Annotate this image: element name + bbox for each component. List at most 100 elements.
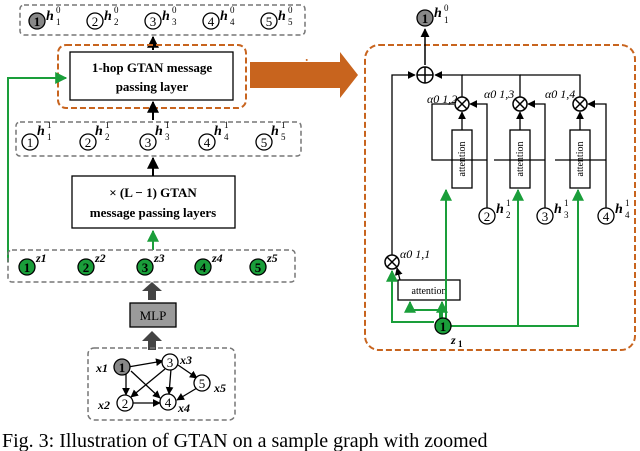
arrow-graph-up bbox=[142, 331, 162, 350]
svg-text:1: 1 bbox=[56, 17, 61, 27]
svg-text:x1: x1 bbox=[95, 361, 108, 375]
hidden-node-2: 2 h 1 2 bbox=[79, 120, 110, 151]
svg-text:3: 3 bbox=[145, 135, 152, 150]
svg-text:1: 1 bbox=[47, 132, 52, 142]
svg-text:z5: z5 bbox=[266, 251, 278, 265]
arrow-mlp-up bbox=[142, 282, 162, 300]
hidden-node-3: 3 h 1 3 bbox=[139, 120, 170, 151]
output-node-1: 1 h 0 1 bbox=[28, 5, 61, 30]
output-node-3: 3 h 0 3 bbox=[144, 5, 177, 30]
svg-text:h: h bbox=[46, 9, 54, 24]
svg-text:passing layer: passing layer bbox=[116, 79, 189, 94]
input-node-2: 2 z2 bbox=[77, 251, 106, 276]
svg-text:5: 5 bbox=[266, 14, 273, 29]
svg-text:z1: z1 bbox=[35, 251, 47, 265]
svg-text:3: 3 bbox=[150, 14, 157, 29]
graph-node-4: 4 x4 bbox=[159, 393, 190, 415]
svg-text:5: 5 bbox=[199, 376, 206, 391]
zoom-arrow: zoom in bbox=[250, 52, 358, 98]
input-row-box bbox=[7, 249, 296, 283]
svg-text:2: 2 bbox=[506, 210, 511, 220]
output-node-5: 5 h 0 5 bbox=[260, 5, 293, 30]
svg-text:3: 3 bbox=[172, 17, 177, 27]
zoomed-center-node: 1 z 1 bbox=[434, 317, 463, 349]
zoomed-neighbor-4: 4 h 1 4 bbox=[597, 198, 630, 225]
svg-text:0: 0 bbox=[172, 5, 177, 15]
svg-text:4: 4 bbox=[200, 260, 207, 275]
svg-text:5: 5 bbox=[288, 17, 293, 27]
svg-text:1: 1 bbox=[440, 319, 447, 334]
mult-node-4 bbox=[572, 96, 588, 112]
svg-text:h: h bbox=[271, 124, 279, 139]
input-node-3: 3 z3 bbox=[136, 251, 165, 276]
svg-text:2: 2 bbox=[105, 132, 110, 142]
svg-text:0: 0 bbox=[114, 5, 119, 15]
graph-node-5: 5 x5 bbox=[193, 374, 226, 395]
figure-caption: Fig. 3: Illustration of GTAN on a sample… bbox=[2, 430, 488, 451]
svg-text:1: 1 bbox=[281, 120, 286, 130]
svg-text:zoom in: zoom in bbox=[272, 56, 316, 71]
attention-box-2: attention bbox=[451, 129, 473, 189]
svg-text:attention: attention bbox=[412, 286, 447, 297]
alpha-11: α0 1,1 bbox=[400, 247, 430, 261]
svg-text:1: 1 bbox=[422, 11, 429, 26]
svg-text:4: 4 bbox=[625, 210, 630, 220]
hidden-node-1: 1 h 1 1 bbox=[21, 120, 52, 151]
svg-text:h: h bbox=[278, 9, 286, 24]
svg-text:x4: x4 bbox=[177, 401, 190, 415]
svg-text:1: 1 bbox=[564, 198, 569, 208]
svg-text:1: 1 bbox=[625, 198, 630, 208]
sum-node bbox=[416, 66, 434, 84]
svg-text:message passing layers: message passing layers bbox=[90, 205, 216, 220]
svg-text:1: 1 bbox=[24, 260, 31, 275]
svg-text:4: 4 bbox=[224, 132, 229, 142]
svg-text:5: 5 bbox=[261, 135, 268, 150]
svg-text:2: 2 bbox=[85, 135, 92, 150]
svg-text:3: 3 bbox=[564, 210, 569, 220]
output-row: 1 h 0 1 2 h 0 2 3 h 0 3 4 h 0 4 5 bbox=[19, 4, 306, 36]
svg-text:1: 1 bbox=[224, 120, 229, 130]
output-node-4: 4 h 0 4 bbox=[202, 5, 235, 30]
output-node-2: 2 h 0 2 bbox=[86, 5, 119, 30]
hidden-row-box bbox=[15, 121, 302, 157]
svg-text:5: 5 bbox=[281, 132, 286, 142]
hidden-node-5: 5 h 1 5 bbox=[255, 120, 286, 151]
skip-connection bbox=[7, 72, 68, 262]
svg-text:4: 4 bbox=[230, 17, 235, 27]
svg-text:1: 1 bbox=[27, 135, 34, 150]
svg-text:0: 0 bbox=[288, 5, 293, 15]
svg-text:0: 0 bbox=[230, 5, 235, 15]
svg-text:h: h bbox=[615, 202, 623, 217]
svg-text:z4: z4 bbox=[211, 251, 223, 265]
alpha-13: α0 1,3 bbox=[484, 87, 514, 101]
svg-text:1: 1 bbox=[506, 198, 511, 208]
input-node-4: 4 z4 bbox=[194, 251, 223, 276]
svg-text:4: 4 bbox=[208, 14, 215, 29]
svg-text:1: 1 bbox=[47, 120, 52, 130]
svg-text:h: h bbox=[434, 6, 442, 21]
svg-text:h: h bbox=[37, 124, 45, 139]
svg-text:MLP: MLP bbox=[140, 308, 167, 323]
svg-text:1-hop GTAN message: 1-hop GTAN message bbox=[92, 60, 213, 75]
sample-graph: 1 x1 2 x2 3 x3 4 x4 5 x5 bbox=[87, 347, 236, 421]
hidden-row: 1 h 1 1 2 h 1 2 3 h 1 3 4 h 1 4 5 bbox=[15, 120, 302, 157]
svg-text:h: h bbox=[104, 9, 112, 24]
mlp-box: MLP bbox=[129, 302, 177, 328]
alpha-12: α0 1,2 bbox=[427, 92, 457, 106]
svg-text:4: 4 bbox=[204, 135, 211, 150]
zoomed-neighbor-2: 2 h 1 2 bbox=[478, 198, 511, 225]
svg-text:2: 2 bbox=[114, 17, 119, 27]
svg-text:3: 3 bbox=[167, 355, 174, 370]
zoomed-neighbor-3: 3 h 1 3 bbox=[536, 198, 569, 225]
svg-text:2: 2 bbox=[83, 260, 90, 275]
attention-box-3: attention bbox=[509, 129, 531, 189]
svg-text:x3: x3 bbox=[179, 353, 192, 367]
svg-text:2: 2 bbox=[92, 14, 99, 29]
svg-text:2: 2 bbox=[122, 396, 129, 411]
zoomed-panel: 1 h 0 1 bbox=[364, 3, 636, 351]
input-node-5: 5 z5 bbox=[249, 251, 278, 276]
gtan-multi-box: × (L − 1) GTAN message passing layers bbox=[71, 175, 236, 229]
svg-text:3: 3 bbox=[542, 209, 549, 224]
svg-text:h: h bbox=[496, 202, 504, 217]
svg-text:z: z bbox=[450, 333, 456, 347]
